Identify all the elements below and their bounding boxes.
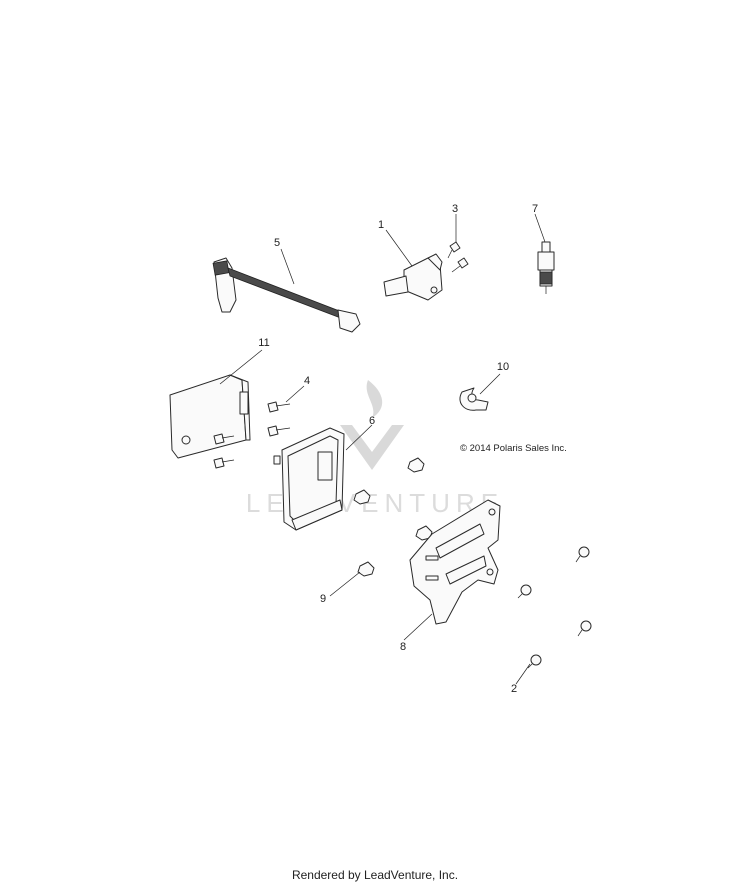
- callout-11: 11: [258, 337, 269, 349]
- callout-3: 3: [452, 203, 458, 215]
- leader-1: [385, 229, 413, 267]
- callout-9: 9: [320, 593, 326, 605]
- callout-8: 8: [400, 641, 406, 653]
- callout-7: 7: [532, 203, 538, 215]
- callout-4: 4: [304, 375, 310, 387]
- leader-5: [280, 248, 295, 285]
- callout-10: 10: [497, 361, 509, 373]
- leader-10: [479, 373, 501, 395]
- ignition-coil[interactable]: [383, 253, 443, 301]
- spark-plug-wire[interactable]: [212, 257, 361, 333]
- v-logo-icon: [340, 425, 404, 470]
- leader-4: [285, 385, 305, 403]
- bracket-screw[interactable]: [517, 546, 592, 669]
- coil-screw[interactable]: [447, 241, 469, 273]
- leader-7: [534, 213, 546, 243]
- spark-plug[interactable]: [537, 241, 555, 294]
- callout-2: 2: [511, 683, 517, 695]
- leader-8: [403, 613, 433, 641]
- copyright-text: © 2014 Polaris Sales Inc.: [460, 443, 567, 454]
- clamp[interactable]: [459, 387, 489, 411]
- shield-screw[interactable]: [213, 401, 291, 469]
- leader-6: [345, 424, 373, 451]
- leader-9: [329, 571, 361, 597]
- ecu-module[interactable]: [273, 427, 345, 531]
- callout-5: 5: [274, 237, 280, 249]
- footer-credit: Rendered by LeadVenture, Inc.: [291, 868, 459, 882]
- mounting-bracket[interactable]: [409, 499, 501, 625]
- callout-1: 1: [378, 219, 384, 231]
- flame-icon: [366, 380, 383, 418]
- leader-11: [219, 349, 263, 385]
- heat-shield[interactable]: [169, 374, 251, 459]
- nut[interactable]: [353, 457, 433, 577]
- leader-2: [515, 663, 531, 685]
- callout-6: 6: [369, 415, 375, 427]
